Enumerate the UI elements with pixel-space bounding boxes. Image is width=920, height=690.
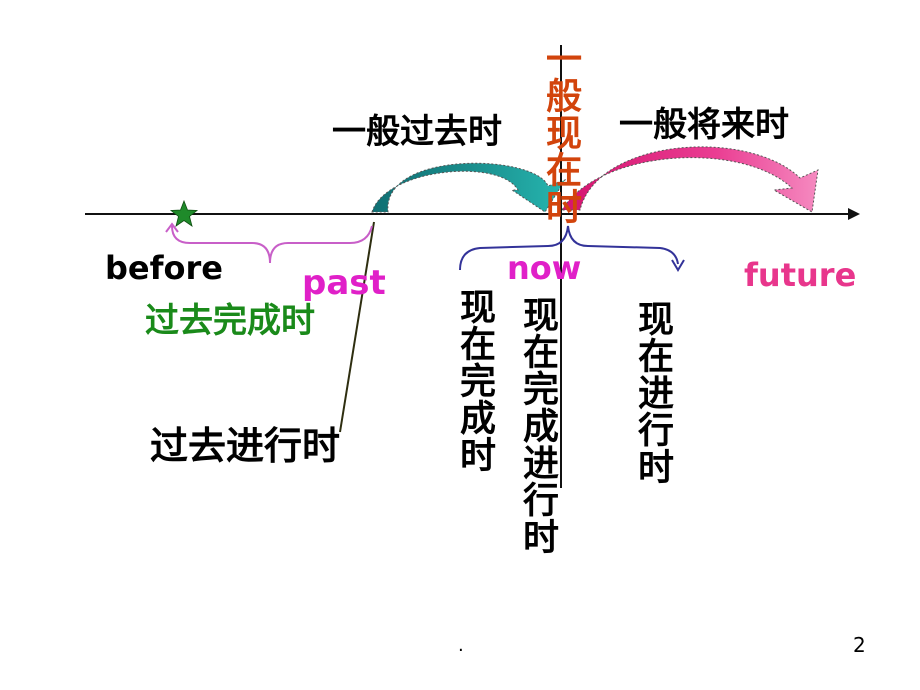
future-tense-arc-arrow [561,146,819,213]
simple-past-label: 一般过去时 [332,112,502,152]
star-icon [169,199,199,227]
footer-dot: . [458,635,464,656]
future-label: future [744,256,857,294]
present-brace-arrowhead [671,259,685,272]
simple-present-label: 一般现在时 [540,40,581,225]
simple-future-label: 一般将来时 [619,105,789,145]
present-perfect-progressive-label: 现在完成进行时 [517,296,558,555]
past-label: past [302,263,386,303]
page-number: 2 [853,633,866,657]
present-perfect-label: 现在完成时 [454,288,495,473]
past-perfect-label: 过去完成时 [145,301,315,341]
now-label: now [507,249,582,287]
past-progressive-label: 过去进行时 [150,424,341,468]
time-axis-arrowhead [848,208,860,220]
before-label: before [105,249,223,287]
past-perfect-brace-arrowhead [165,222,179,233]
present-brace [459,225,679,271]
present-progressive-label: 现在进行时 [632,300,673,485]
past-perfect-brace [171,225,373,264]
past-tense-arc-arrow [371,162,567,213]
past-progressive-pointer-line [339,221,375,433]
